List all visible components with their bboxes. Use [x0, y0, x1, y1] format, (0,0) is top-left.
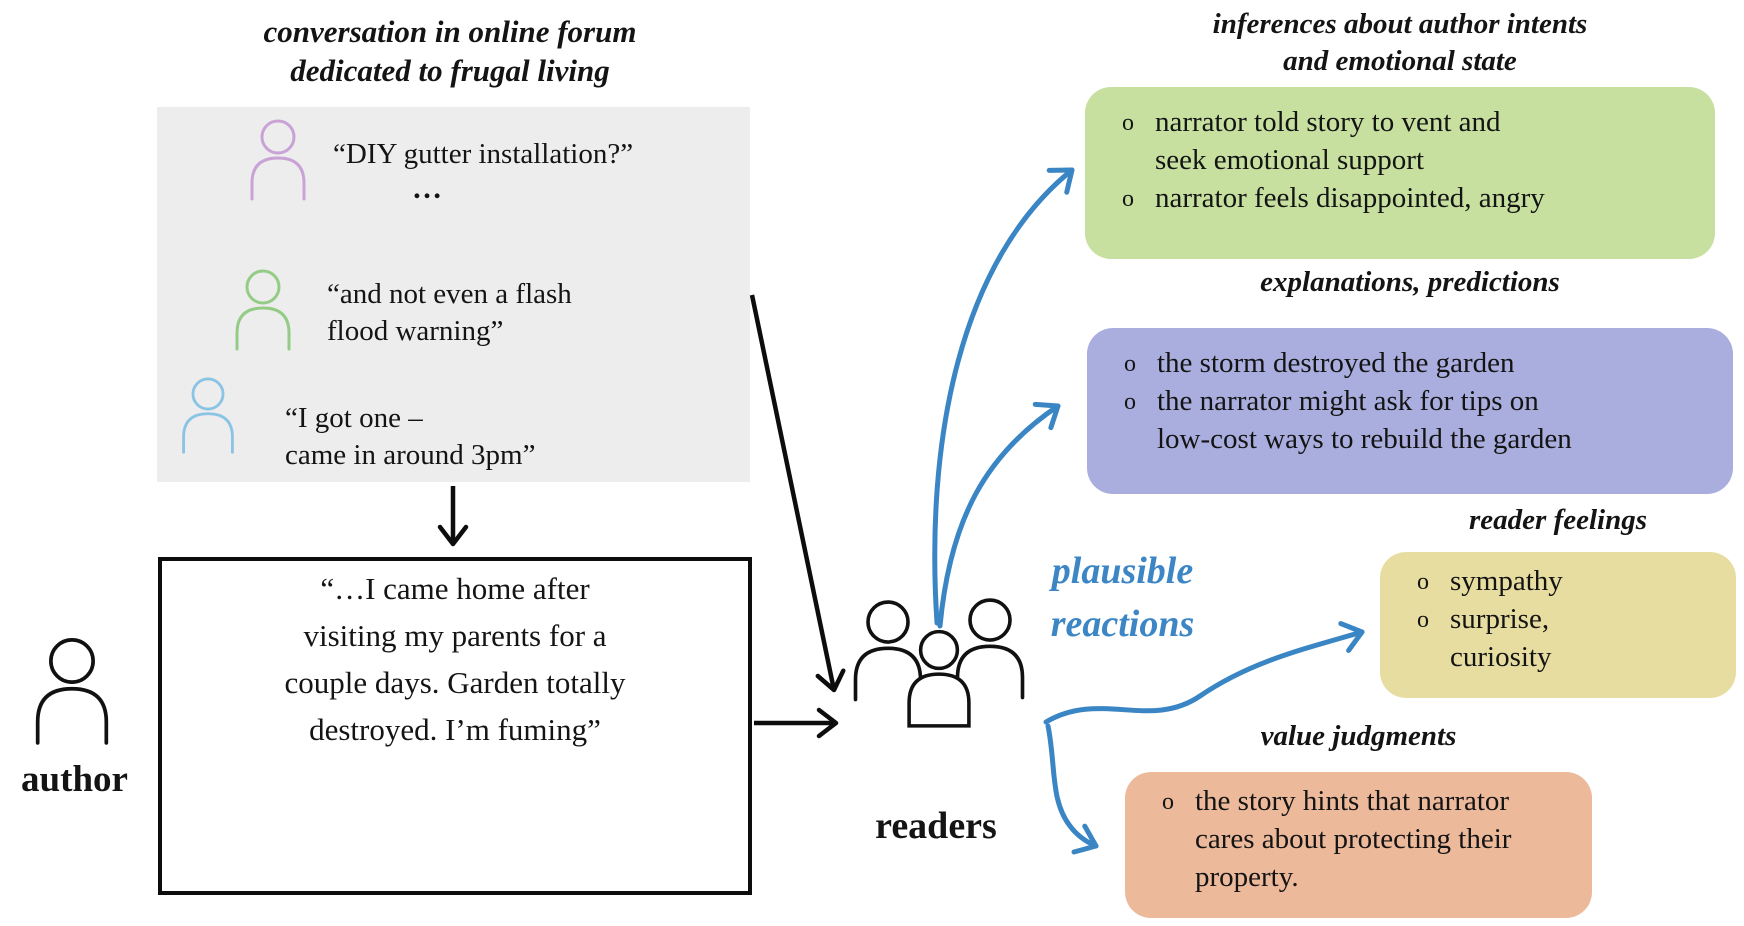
bullet-icon: o [1417, 607, 1429, 633]
forum-message-2-line1: “and not even a flash [327, 278, 572, 310]
bullet-line: seek emotional support [1155, 144, 1425, 176]
author-icon [35, 638, 109, 745]
forum-message-3-line2: came in around 3pm” [285, 439, 536, 471]
bullet-text: narrator feels disappointed, angry [1141, 179, 1545, 217]
list-item: o narrator told story to vent and seek e… [1085, 103, 1715, 179]
author-post-line1: “…I came home after [320, 571, 590, 606]
value-judgments-box: o the story hints that narrator cares ab… [1125, 772, 1592, 918]
plausible-reactions-label: plausible reactions [1000, 545, 1245, 651]
bullet-text: the narrator might ask for tips on low-c… [1143, 382, 1572, 458]
forum-message-3-line1: “I got one – [285, 402, 423, 434]
reader-person-center-icon [907, 629, 971, 728]
author-label: author [21, 759, 128, 800]
author-post-line3: couple days. Garden totally [284, 665, 626, 700]
value-judgments-title: value judgments [1260, 720, 1457, 752]
author-post-line4: destroyed. I’m fuming” [309, 712, 601, 747]
bullet-text: the storm destroyed the garden [1143, 344, 1515, 382]
bullet-icon: o [1122, 186, 1134, 212]
forum-message-2: “and not even a flash flood warning” [327, 276, 657, 350]
explanations-box: o the storm destroyed the garden o the n… [1087, 328, 1733, 494]
list-item: o the storm destroyed the garden [1087, 344, 1733, 382]
list-item: o the narrator might ask for tips on low… [1087, 382, 1733, 458]
bullet-line: the storm destroyed the garden [1157, 347, 1515, 379]
plausible-line1: plausible [1051, 550, 1194, 592]
bullet-line: sympathy [1450, 565, 1563, 597]
inferences-title-line2: and emotional state [1283, 45, 1517, 77]
bullet-line: narrator told story to vent and [1155, 106, 1501, 138]
reader-feelings-box: o sympathy o surprise, curiosity [1380, 552, 1736, 698]
bullet-line: cares about protecting their [1195, 823, 1512, 855]
forum-message-3: “I got one – came in around 3pm” [285, 400, 615, 474]
forum-message-ellipsis: … [412, 172, 444, 205]
arrow-readers-to-judgments [1045, 723, 1099, 855]
readers-label: readers [875, 805, 997, 847]
forum-title: conversation in online forum dedicated t… [150, 12, 750, 90]
forum-title-line2: dedicated to frugal living [290, 53, 610, 88]
reader-feelings-title: reader feelings [1469, 504, 1647, 536]
bullet-text: surprise, curiosity [1436, 600, 1552, 676]
bullet-text: sympathy [1436, 562, 1563, 600]
list-item: o surprise, curiosity [1380, 600, 1736, 676]
bullet-icon: o [1417, 569, 1429, 595]
forum-message-2-line2: flood warning” [327, 315, 504, 347]
inferences-title: inferences about author intents and emot… [1085, 6, 1715, 80]
bullet-icon: o [1124, 351, 1136, 377]
arrow-forum-to-readers [749, 294, 846, 693]
bullet-icon: o [1122, 110, 1134, 136]
bullet-line: the narrator might ask for tips on [1157, 385, 1539, 417]
author-post-line2: visiting my parents for a [303, 618, 607, 653]
bullet-icon: o [1124, 389, 1136, 415]
list-item: o narrator feels disappointed, angry [1085, 179, 1715, 217]
bullet-line: low-cost ways to rebuild the garden [1157, 423, 1572, 455]
bullet-text: the story hints that narrator cares abou… [1181, 782, 1511, 896]
forum-message-1: “DIY gutter installation?” [333, 138, 634, 170]
bullet-line: the story hints that narrator [1195, 785, 1510, 817]
bullet-line: property. [1195, 861, 1299, 893]
forum-title-line1: conversation in online forum [263, 14, 637, 49]
bullet-icon: o [1162, 789, 1174, 815]
bullet-line: narrator feels disappointed, angry [1155, 182, 1545, 214]
reader-person-left-icon [853, 600, 923, 702]
bullet-text: narrator told story to vent and seek emo… [1141, 103, 1501, 179]
inferences-box: o narrator told story to vent and seek e… [1085, 87, 1715, 259]
plausible-line2: reactions [1050, 603, 1195, 645]
author-post-box [158, 557, 752, 895]
author-post-text: “…I came home after visiting my parents … [162, 565, 748, 753]
list-item: o sympathy [1380, 562, 1736, 600]
readers-icon [853, 598, 1025, 728]
bullet-line: surprise, [1450, 603, 1550, 635]
inferences-title-line1: inferences about author intents [1212, 8, 1588, 40]
bullet-line: curiosity [1450, 641, 1552, 673]
explanations-title: explanations, predictions [1260, 266, 1560, 298]
list-item: o the story hints that narrator cares ab… [1125, 782, 1592, 896]
